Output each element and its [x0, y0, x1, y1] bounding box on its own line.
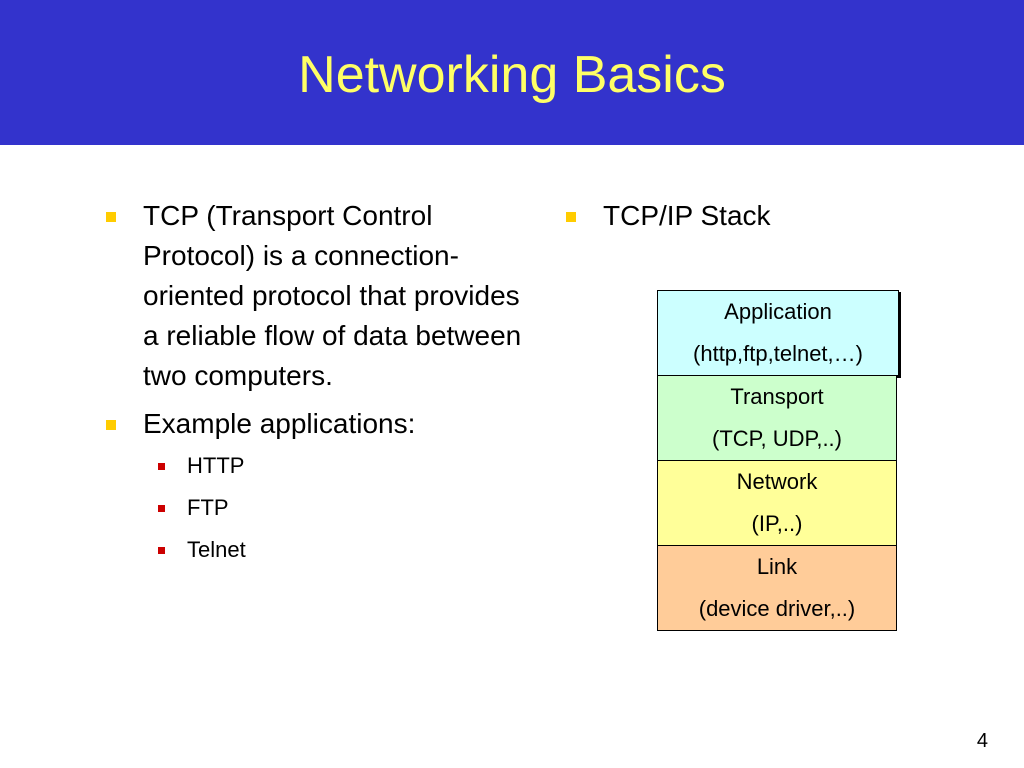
- layer-name: Transport: [730, 384, 824, 409]
- sub-bullet-telnet: Telnet: [100, 536, 530, 564]
- tcpip-stack-diagram: Application (http,ftp,telnet,…) Transpor…: [657, 290, 899, 631]
- right-column: TCP/IP Stack: [560, 196, 960, 244]
- stack-layer-transport: Transport (TCP, UDP,..): [657, 375, 897, 461]
- layer-name: Application: [724, 299, 832, 324]
- layer-detail: (IP,..): [751, 511, 803, 536]
- sub-bullet-http: HTTP: [100, 452, 530, 480]
- slide-title: Networking Basics: [298, 46, 726, 104]
- layer-name: Link: [756, 554, 798, 579]
- bullet-example-applications: Example applications:: [100, 404, 530, 444]
- layer-detail: (http,ftp,telnet,…): [693, 341, 863, 366]
- bullet-tcp-description: TCP (Transport Control Protocol) is a co…: [100, 196, 530, 396]
- page-number: 4: [976, 730, 988, 752]
- stack-layer-application: Application (http,ftp,telnet,…): [657, 290, 899, 376]
- left-column: TCP (Transport Control Protocol) is a co…: [100, 196, 530, 578]
- layer-name: Network: [736, 469, 818, 494]
- stack-layer-network: Network (IP,..): [657, 460, 897, 546]
- bullet-tcpip-stack: TCP/IP Stack: [560, 196, 960, 236]
- sub-bullet-ftp: FTP: [100, 494, 530, 522]
- title-bar: [0, 0, 1024, 145]
- layer-detail: (TCP, UDP,..): [712, 426, 842, 451]
- layer-detail: (device driver,..): [698, 596, 856, 621]
- stack-layer-link: Link (device driver,..): [657, 545, 897, 631]
